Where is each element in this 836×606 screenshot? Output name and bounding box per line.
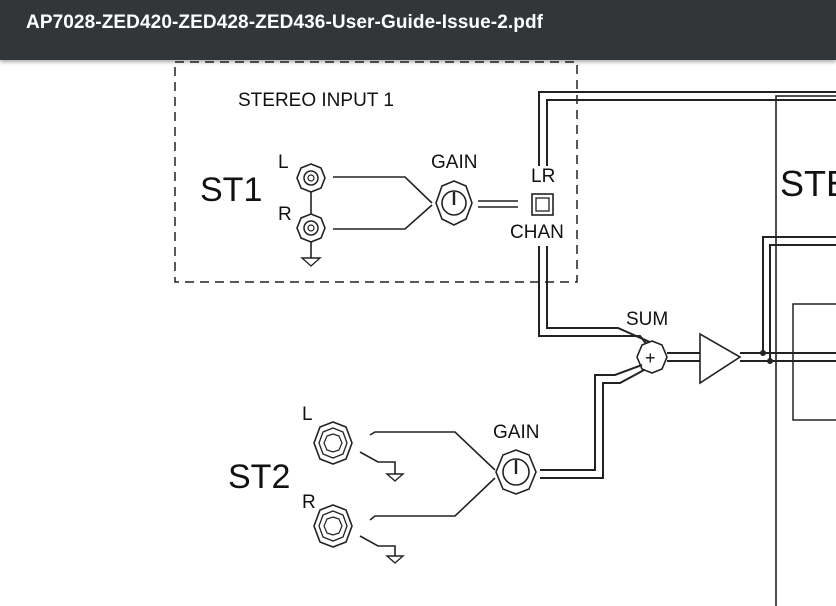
st1-right-jack-icon <box>296 213 326 243</box>
st2-right-label: R <box>302 492 316 513</box>
sum-label: SUM <box>626 309 668 330</box>
st2-right-ground-icon <box>385 555 405 564</box>
st2-left-label: L <box>302 404 313 425</box>
svg-text:+: + <box>645 348 656 368</box>
st1-right-label: R <box>278 204 292 225</box>
st1-ground-icon <box>300 242 322 267</box>
stereo-input-box <box>174 61 578 283</box>
document-title: AP7028-ZED420-ZED428-ZED436-User-Guide-I… <box>26 12 544 33</box>
st1-gain-label: GAIN <box>431 152 477 173</box>
document-page[interactable]: STEREO INPUT 1 ST1 L R GAIN <box>0 60 836 606</box>
st2-label: ST2 <box>228 458 290 496</box>
stereo-block <box>775 95 836 606</box>
st1-label: ST1 <box>200 171 262 209</box>
st2-left-jack-icon <box>313 421 353 465</box>
st2-gain-knob-icon <box>495 449 537 495</box>
st1-left-jack-icon <box>296 163 326 193</box>
sum-node-icon: + <box>636 340 668 374</box>
st2-right-jack-icon <box>313 504 353 548</box>
lr-chan-switch-icon <box>531 193 554 216</box>
st2-gain-label: GAIN <box>493 422 539 443</box>
chan-label: CHAN <box>510 222 564 243</box>
stereo-block-label: STE <box>780 163 836 204</box>
block-diagram: STEREO INPUT 1 ST1 L R GAIN <box>174 61 836 606</box>
st1-left-label: L <box>278 152 289 173</box>
lr-label: LR <box>531 166 555 187</box>
st2-left-ground-icon <box>385 473 405 482</box>
stereo-input-label: STEREO INPUT 1 <box>238 90 394 111</box>
amplifier-icon <box>699 332 742 385</box>
pdf-viewer-toolbar: AP7028-ZED420-ZED428-ZED436-User-Guide-I… <box>0 0 836 60</box>
st1-gain-knob-icon <box>435 180 473 226</box>
